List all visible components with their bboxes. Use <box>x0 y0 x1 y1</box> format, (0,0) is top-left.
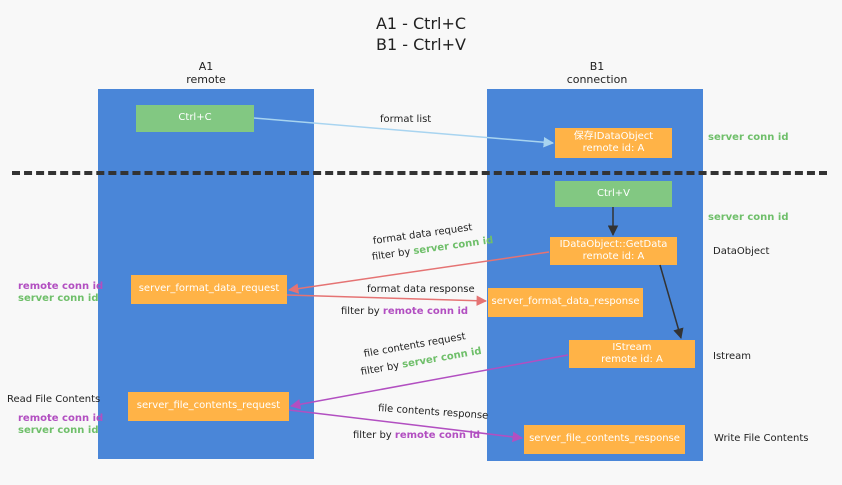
diagram-title-line1: A1 - Ctrl+C <box>375 14 467 33</box>
istream-side-label: Istream <box>713 351 751 362</box>
diagram-title-line2: B1 - Ctrl+V <box>376 35 466 54</box>
server-file-contents-request-box: server_file_contents_request <box>128 392 289 421</box>
left-remote-conn-id-2: remote conn id <box>18 413 104 424</box>
server-format-data-request-box: server_format_data_request <box>131 275 287 304</box>
a1-role: remote <box>186 73 226 86</box>
istream-line1: IStream <box>612 341 652 353</box>
section-divider <box>12 171 827 175</box>
getdata-box: IDataObject::GetData remote id: A <box>550 237 677 265</box>
b1-name: B1 <box>589 60 605 73</box>
idataobject-line1: 保存IDataObject <box>573 130 654 142</box>
idataobject-box: 保存IDataObject remote id: A <box>555 128 672 158</box>
left-server-conn-id-2: server conn id <box>18 425 99 436</box>
remote-conn-id-text: remote conn id <box>394 430 481 441</box>
left-remote-conn-id-1: remote conn id <box>18 281 104 292</box>
ctrl-v-box: Ctrl+V <box>555 181 672 207</box>
right-server-conn-id-1: server conn id <box>708 132 789 143</box>
idataobject-line2: remote id: A <box>582 143 645 154</box>
format-data-response-label: format data response <box>367 284 475 295</box>
format-data-response-filter: filter by remote conn id <box>341 306 468 317</box>
server-format-data-response-box: server_format_data_response <box>488 288 643 317</box>
filter-by-text: filter by <box>341 306 380 317</box>
ctrl-c-box: Ctrl+C <box>136 105 254 132</box>
server-file-contents-response-box: server_file_contents_response <box>524 425 685 454</box>
format-data-response-arrow <box>286 294 488 306</box>
format-data-request-arrow <box>287 251 550 294</box>
filter-by-text: filter by <box>353 430 392 441</box>
istream-line2: remote id: A <box>601 354 663 365</box>
a1-header: A1 remote <box>146 60 266 86</box>
b1-header: B1 connection <box>537 60 657 86</box>
istream-box: IStream remote id: A <box>569 340 695 368</box>
read-file-contents-side-label: Read File Contents <box>7 394 101 405</box>
right-server-conn-id-2: server conn id <box>708 212 789 223</box>
getdata-line1: IDataObject::GetData <box>559 238 668 250</box>
format-list-arrow <box>253 117 555 148</box>
getdata-to-istream-arrow <box>659 264 684 340</box>
a1-name: A1 <box>198 60 214 73</box>
left-server-conn-id-1: server conn id <box>18 293 99 304</box>
data-object-side-label: DataObject <box>713 246 770 257</box>
file-contents-response-arrow <box>288 409 524 443</box>
file-contents-request-arrow <box>289 354 569 410</box>
remote-conn-id-text: remote conn id <box>382 306 469 317</box>
write-file-contents-side-label: Write File Contents <box>714 433 809 444</box>
getdata-line2: remote id: A <box>582 251 645 262</box>
b1-role: connection <box>566 73 628 86</box>
file-contents-response-filter: filter by remote conn id <box>353 430 480 441</box>
format-list-label: format list <box>380 114 432 125</box>
